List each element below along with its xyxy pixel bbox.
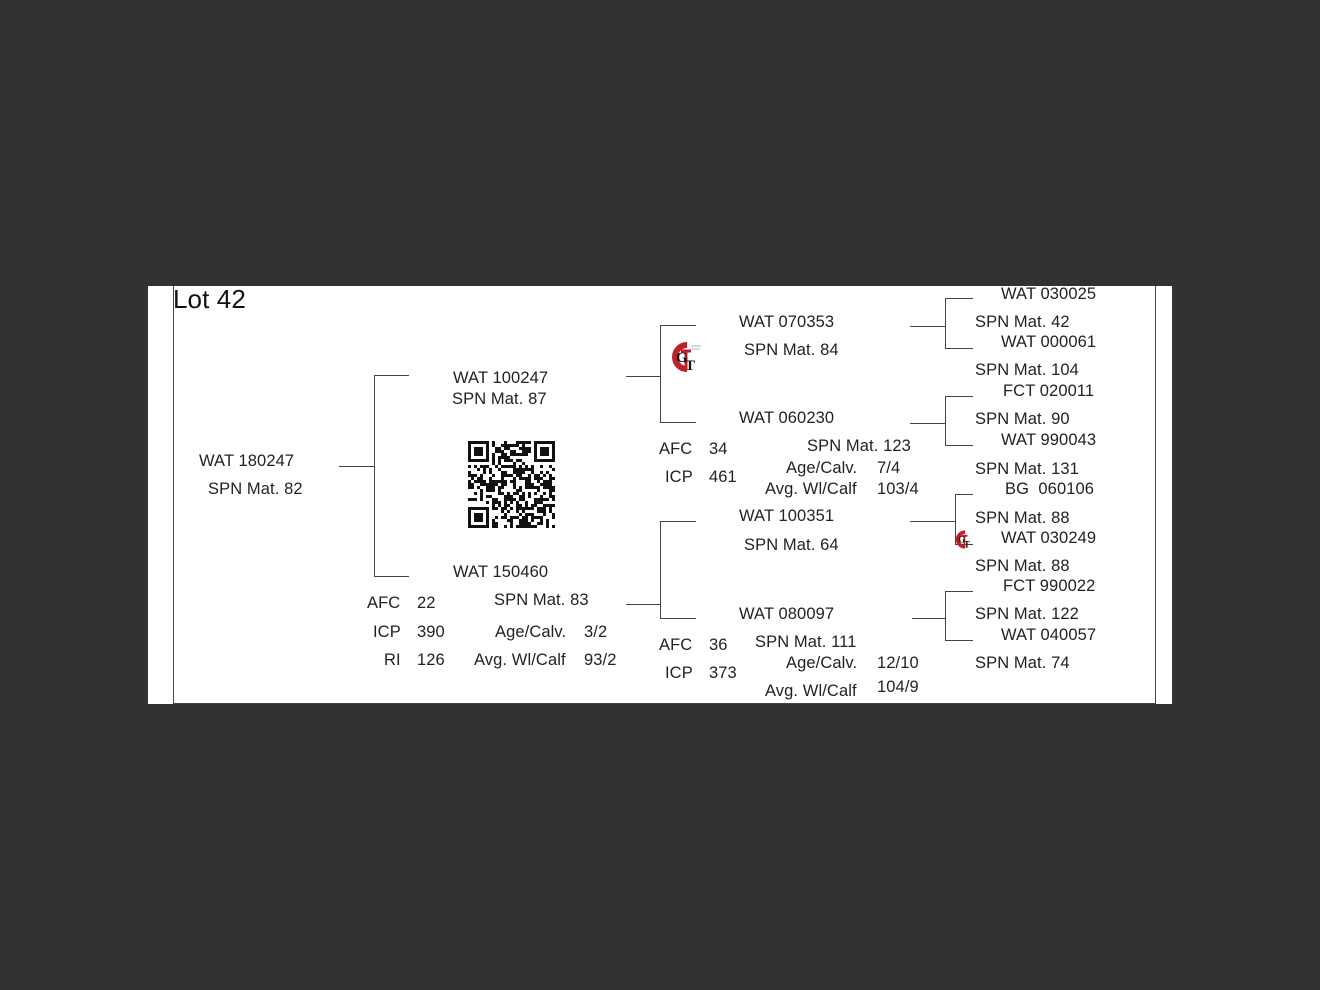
dam-wl-value: 93/2 bbox=[584, 651, 617, 669]
dd-age-label: Age/Calv. bbox=[786, 654, 858, 672]
connector bbox=[945, 396, 973, 397]
g3-id: BG 060106 bbox=[1005, 480, 1095, 498]
connector bbox=[660, 521, 661, 619]
connector bbox=[374, 375, 409, 376]
connector bbox=[910, 326, 945, 327]
connector bbox=[910, 423, 945, 424]
svg-text:G: G bbox=[958, 535, 965, 545]
connector bbox=[912, 618, 945, 619]
g3-mat: SPN Mat. 104 bbox=[975, 361, 1079, 379]
connector bbox=[660, 325, 661, 423]
g3-id: FCT 990022 bbox=[1003, 577, 1096, 595]
connector bbox=[910, 521, 945, 522]
connector bbox=[626, 604, 660, 605]
dam-age-label: Age/Calv. bbox=[495, 623, 567, 641]
dam-wl-label: Avg. Wl/Calf bbox=[474, 651, 566, 669]
gt-logo-icon: G T bbox=[672, 342, 701, 374]
connector bbox=[945, 591, 973, 592]
g3-id: WAT 030025 bbox=[1001, 286, 1097, 303]
g3-mat: SPN Mat. 88 bbox=[975, 509, 1070, 527]
dd-afc-value: 36 bbox=[709, 636, 728, 654]
g3-mat: SPN Mat. 90 bbox=[975, 410, 1070, 428]
dam-mat: SPN Mat. 83 bbox=[494, 591, 589, 609]
connector bbox=[955, 494, 973, 495]
connector bbox=[374, 576, 409, 577]
gt-logo-icon: G T bbox=[955, 530, 970, 549]
connector bbox=[945, 396, 946, 446]
sd-wl-value: 103/4 bbox=[877, 480, 919, 498]
sd-wl-label: Avg. Wl/Calf bbox=[765, 480, 857, 498]
dam-ri-label: RI bbox=[384, 651, 401, 669]
connector bbox=[945, 640, 973, 641]
pedigree-page: Lot 42 WAT 180247 SPN Mat. 82 WAT 100247… bbox=[148, 286, 1172, 704]
connector bbox=[945, 298, 973, 299]
qr-code bbox=[468, 441, 555, 528]
sd-afc-value: 34 bbox=[709, 440, 728, 458]
dd-icp-label: ICP bbox=[665, 664, 693, 682]
svg-text:T: T bbox=[685, 358, 695, 374]
ds-id: WAT 100351 bbox=[739, 507, 835, 525]
lot-title: Lot 42 bbox=[173, 286, 246, 314]
connector bbox=[626, 376, 660, 377]
g3-id: WAT 000061 bbox=[1001, 333, 1097, 351]
g3-id: WAT 990043 bbox=[1001, 431, 1097, 449]
g3-mat: SPN Mat. 42 bbox=[975, 313, 1070, 331]
dd-afc-label: AFC bbox=[659, 636, 693, 654]
connector bbox=[660, 325, 696, 326]
sire-mat: SPN Mat. 87 bbox=[452, 390, 547, 408]
g3-id: WAT 040057 bbox=[1001, 626, 1097, 644]
g3-mat: SPN Mat. 88 bbox=[975, 557, 1070, 575]
dd-mat: SPN Mat. 111 bbox=[755, 633, 857, 651]
ss-id: WAT 070353 bbox=[739, 313, 835, 331]
dd-age-value: 12/10 bbox=[877, 654, 919, 672]
sd-mat: SPN Mat. 123 bbox=[807, 437, 911, 455]
g3-mat: SPN Mat. 122 bbox=[975, 605, 1079, 623]
connector bbox=[945, 348, 973, 349]
ss-mat: SPN Mat. 84 bbox=[744, 341, 839, 359]
dd-icp-value: 373 bbox=[709, 664, 737, 682]
connector bbox=[945, 298, 946, 349]
dam-ri-value: 126 bbox=[417, 651, 445, 669]
subject-mat: SPN Mat. 82 bbox=[208, 480, 303, 498]
sd-icp-label: ICP bbox=[665, 468, 693, 486]
sd-id: WAT 060230 bbox=[739, 409, 835, 427]
dam-age-value: 3/2 bbox=[584, 623, 608, 641]
sd-icp-value: 461 bbox=[709, 468, 737, 486]
right-border bbox=[1155, 286, 1156, 704]
g3-mat: SPN Mat. 74 bbox=[975, 654, 1070, 672]
sd-age-value: 7/4 bbox=[877, 459, 901, 477]
connector bbox=[955, 494, 956, 545]
dam-id: WAT 150460 bbox=[453, 563, 549, 581]
left-border bbox=[173, 286, 174, 704]
sire-id: WAT 100247 bbox=[453, 369, 549, 387]
connector bbox=[945, 591, 946, 641]
connector bbox=[374, 375, 375, 577]
dd-wl-label: Avg. Wl/Calf bbox=[765, 682, 857, 700]
connector bbox=[660, 422, 696, 423]
connector bbox=[660, 521, 696, 522]
subject-id: WAT 180247 bbox=[199, 452, 295, 470]
g3-id: FCT 020011 bbox=[1003, 382, 1095, 400]
dd-wl-value: 104/9 bbox=[877, 678, 919, 696]
dam-icp-label: ICP bbox=[373, 623, 401, 641]
g3-id: WAT 030249 bbox=[1001, 529, 1097, 547]
dam-icp-value: 390 bbox=[417, 623, 445, 641]
dd-id: WAT 080097 bbox=[739, 605, 835, 623]
connector bbox=[339, 466, 374, 467]
connector bbox=[945, 521, 955, 522]
dam-afc-value: 22 bbox=[417, 594, 436, 612]
svg-text:G: G bbox=[676, 350, 688, 366]
dam-afc-label: AFC bbox=[367, 594, 401, 612]
sd-age-label: Age/Calv. bbox=[786, 459, 858, 477]
connector bbox=[660, 618, 696, 619]
ds-mat: SPN Mat. 64 bbox=[744, 536, 839, 554]
svg-text:T: T bbox=[964, 539, 970, 549]
bottom-border bbox=[173, 703, 1156, 704]
g3-mat: SPN Mat. 131 bbox=[975, 460, 1079, 478]
sd-afc-label: AFC bbox=[659, 440, 693, 458]
connector bbox=[945, 445, 973, 446]
